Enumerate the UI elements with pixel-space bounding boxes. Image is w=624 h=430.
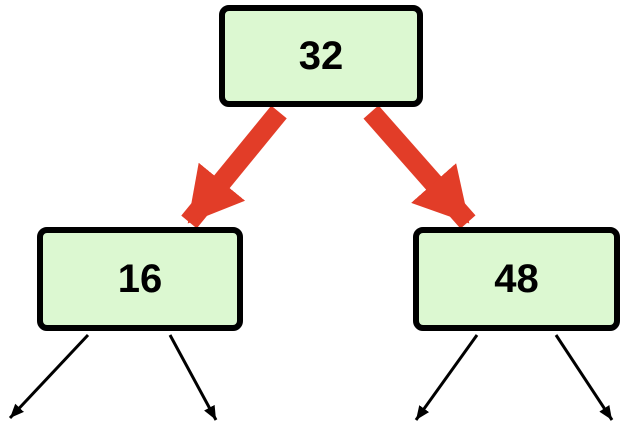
tree-node-root: 32 [219, 5, 423, 107]
tree-node-right: 48 [413, 227, 620, 331]
edge-root-to-left [181, 105, 287, 229]
node-value: 32 [298, 33, 344, 78]
edge-right-to-rightchild [554, 334, 614, 421]
node-value: 48 [494, 256, 539, 301]
edge-left-to-leftchild [8, 333, 90, 420]
edge-root-to-right [363, 105, 476, 229]
edge-right-to-leftchild [414, 334, 479, 421]
edge-left-to-rightchild [168, 334, 218, 421]
node-value: 16 [117, 256, 163, 301]
tree-node-left: 16 [37, 227, 243, 331]
